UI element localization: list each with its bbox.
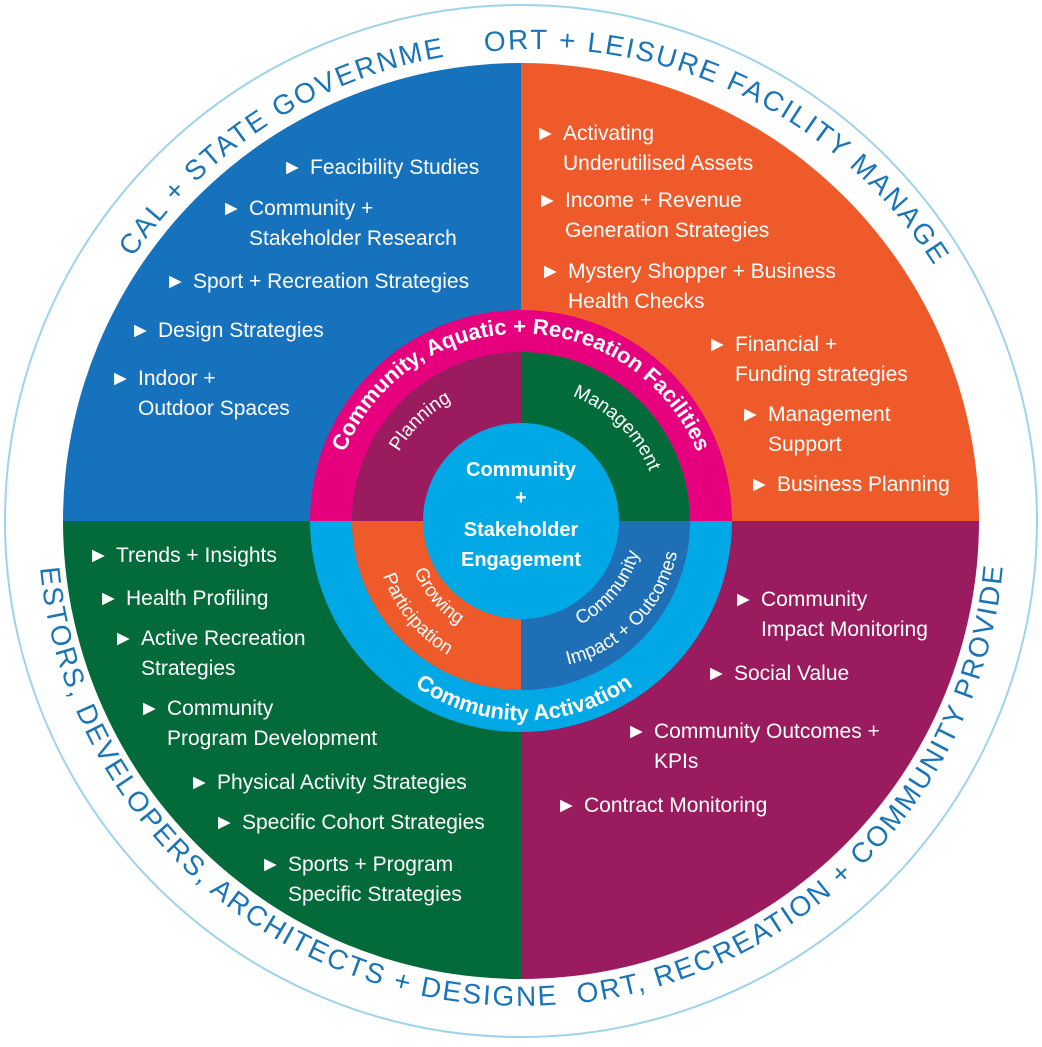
bullet-arrow-icon: ► <box>740 403 761 426</box>
top-left-item-5-line-2: Outdoor Spaces <box>138 397 290 420</box>
bullet-arrow-icon: ► <box>282 156 303 179</box>
bullet-arrow-icon: ► <box>556 794 577 817</box>
activation-band <box>310 521 732 732</box>
core-label-line4: Engagement <box>461 549 581 571</box>
top-left-item-4-line-1: Design Strategies <box>158 319 324 342</box>
bullet-arrow-icon: ► <box>707 333 728 356</box>
bullet-arrow-icon: ► <box>139 697 160 720</box>
top-right-item-4-line-1: Financial + <box>735 333 837 356</box>
bullet-arrow-icon: ► <box>749 473 770 496</box>
bullet-arrow-icon: ► <box>189 771 210 794</box>
top-left-item-list: ► Feacibility Studies ► Community + Stakehol… <box>110 156 479 420</box>
bullet-arrow-icon: ► <box>706 662 727 685</box>
bottom-right-item-1-line-1: Community <box>761 588 868 611</box>
bullet-arrow-icon: ► <box>88 544 109 567</box>
top-right-item-3-line-1: Mystery Shopper + Business <box>568 260 836 283</box>
bullet-arrow-icon: ► <box>626 720 647 743</box>
bullet-arrow-icon: ► <box>130 319 151 342</box>
bullet-arrow-icon: ► <box>98 587 119 610</box>
facilities-band <box>310 310 732 521</box>
bullet-arrow-icon: ► <box>535 122 556 145</box>
top-left-item-1-line-1: Feacibility Studies <box>310 156 479 179</box>
bottom-left-item-6-line-1: Specific Cohort Strategies <box>242 811 485 834</box>
bullet-arrow-icon: ► <box>733 588 754 611</box>
bottom-left-item-2-line-1: Health Profiling <box>126 587 268 610</box>
bullet-arrow-icon: ► <box>214 811 235 834</box>
core-circle <box>423 423 619 619</box>
bottom-left-item-7-line-2: Specific Strategies <box>288 883 462 906</box>
bullet-arrow-icon: ► <box>165 270 186 293</box>
top-right-item-2-line-2: Generation Strategies <box>565 219 769 242</box>
core-label-line2: + <box>515 487 527 509</box>
bottom-left-item-5-line-1: Physical Activity Strategies <box>217 771 467 794</box>
bullet-arrow-icon: ► <box>540 260 561 283</box>
bullet-arrow-icon: ► <box>110 367 131 390</box>
top-right-item-3-line-2: Health Checks <box>568 290 705 313</box>
bullet-arrow-icon: ► <box>113 627 134 650</box>
core-label-line1: Community <box>466 459 577 481</box>
top-right-item-5-line-1: Management <box>768 403 891 426</box>
top-right-item-4-line-2: Funding strategies <box>735 363 908 386</box>
bullet-arrow-icon: ► <box>221 197 242 220</box>
bottom-right-item-2-line-1: Social Value <box>734 662 849 685</box>
top-right-item-6-line-1: Business Planning <box>777 473 950 496</box>
bottom-right-item-3-line-2: KPIs <box>654 750 698 773</box>
top-right-item-5-line-2: Support <box>768 433 842 456</box>
top-right-item-1-line-1: Activating <box>563 122 654 145</box>
top-left-item-2-line-2: Stakeholder Research <box>249 227 457 250</box>
bottom-left-item-4-line-2: Program Development <box>167 727 377 750</box>
core-label-line3: Stakeholder <box>464 519 579 541</box>
bullet-arrow-icon: ► <box>537 189 558 212</box>
bottom-left-item-3-line-1: Active Recreation <box>141 627 306 650</box>
bottom-left-item-3-line-2: Strategies <box>141 657 236 680</box>
bullet-arrow-icon: ► <box>260 853 281 876</box>
bottom-right-item-4-line-1: Contract Monitoring <box>584 794 767 817</box>
top-left-item-2-line-1: Community + <box>249 197 373 220</box>
bottom-right-item-1-line-2: Impact Monitoring <box>761 618 928 641</box>
bottom-right-item-3-line-1: Community Outcomes + <box>654 720 880 743</box>
bottom-left-item-4-line-1: Community <box>167 697 274 720</box>
top-left-item-3-line-1: Sport + Recreation Strategies <box>193 270 469 293</box>
bottom-left-item-7-line-1: Sports + Program <box>288 853 453 876</box>
bottom-left-item-list: ► Trends + Insights ► Health Profiling ► Acti… <box>88 544 485 906</box>
bottom-left-item-1-line-1: Trends + Insights <box>116 544 277 567</box>
top-right-item-2-line-1: Income + Revenue <box>565 189 742 212</box>
top-left-item-5-line-1: Indoor + <box>138 367 216 390</box>
top-right-item-1-line-2: Underutilised Assets <box>563 152 753 175</box>
